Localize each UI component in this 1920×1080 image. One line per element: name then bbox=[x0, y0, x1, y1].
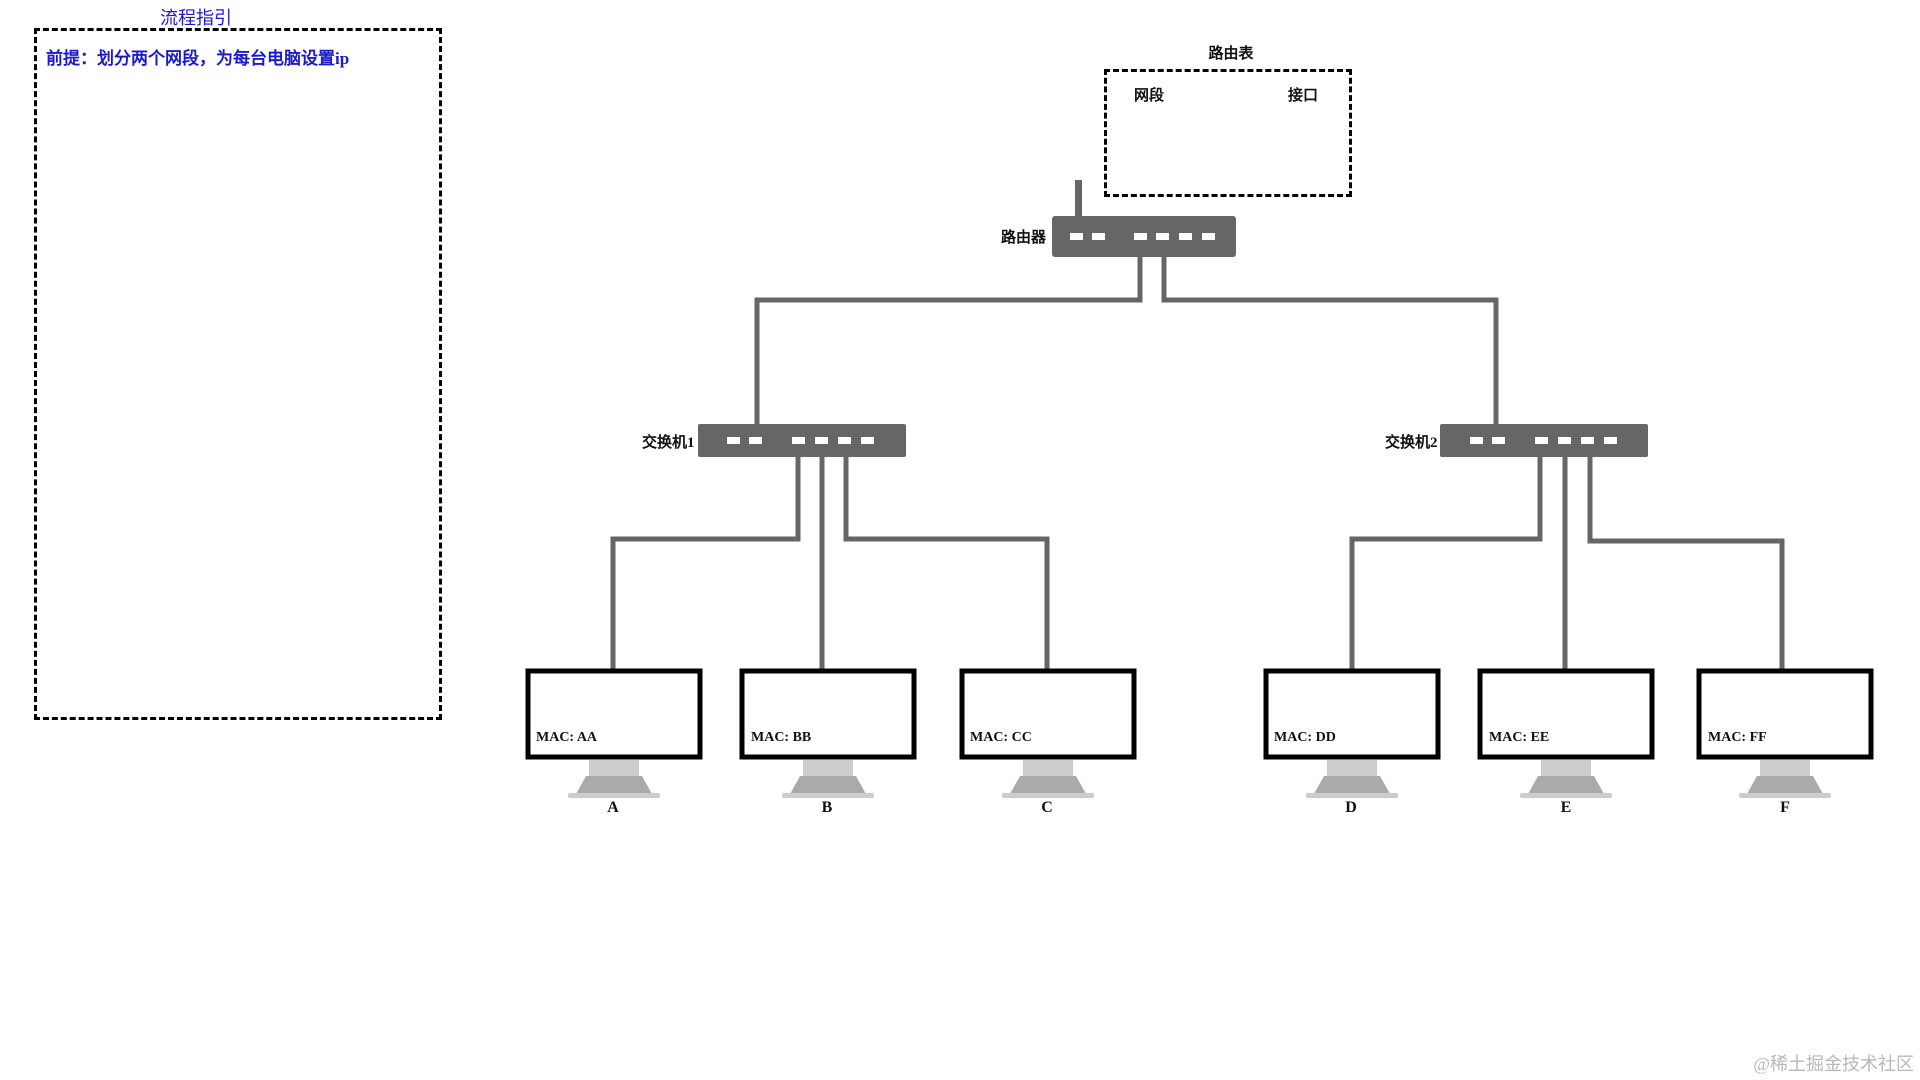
pc-f-mac: MAC: FF bbox=[1708, 730, 1767, 745]
cable-switch1-pc-a bbox=[610, 456, 801, 670]
switch-1-icon bbox=[698, 424, 906, 457]
monitor-icon bbox=[739, 668, 917, 798]
monitor-icon bbox=[959, 668, 1137, 798]
cable-router-switch1 bbox=[754, 257, 1143, 428]
cable-switch2-pc-d bbox=[1349, 456, 1543, 670]
pc-f-name: F bbox=[1780, 799, 1790, 816]
pc-b-name: B bbox=[821, 799, 833, 816]
pc-c-mac: MAC: CC bbox=[970, 730, 1032, 745]
guide-title: 流程指引 bbox=[160, 8, 232, 28]
watermark: @稀土掘金技术社区 bbox=[1753, 1054, 1914, 1074]
cable-switch1-pc-c bbox=[843, 456, 1050, 670]
routing-table-col-segment: 网段 bbox=[1134, 88, 1165, 104]
guide-panel bbox=[34, 28, 442, 720]
cables bbox=[610, 257, 1785, 670]
monitor-icon bbox=[1263, 668, 1441, 798]
routing-table-box bbox=[1104, 69, 1352, 197]
pc-d-mac: MAC: DD bbox=[1274, 730, 1336, 745]
pc-e-mac: MAC: EE bbox=[1489, 730, 1550, 745]
pc-e-name: E bbox=[1560, 799, 1572, 816]
switch-2-icon bbox=[1440, 424, 1648, 457]
router-icon bbox=[1052, 180, 1236, 257]
routing-table-title: 路由表 bbox=[1208, 46, 1254, 62]
monitor-icon bbox=[1477, 668, 1655, 798]
pc-a-mac: MAC: AA bbox=[536, 730, 598, 745]
pc-a-name: A bbox=[607, 799, 619, 816]
router-label: 路由器 bbox=[1001, 230, 1047, 246]
switch-2-label: 交换机2 bbox=[1385, 435, 1438, 451]
pc-c-name: C bbox=[1041, 799, 1053, 816]
monitor-icon bbox=[525, 668, 703, 798]
computers bbox=[525, 668, 1874, 798]
switch-1-label: 交换机1 bbox=[642, 435, 695, 451]
cable-router-switch2 bbox=[1161, 257, 1499, 428]
routing-table-col-interface: 接口 bbox=[1288, 88, 1319, 104]
pc-d-name: D bbox=[1345, 799, 1357, 816]
cable-switch2-pc-f bbox=[1587, 456, 1785, 670]
pc-b-mac: MAC: BB bbox=[751, 730, 812, 745]
monitor-icon bbox=[1696, 668, 1874, 798]
guide-premise: 前提：划分两个网段，为每台电脑设置ip bbox=[46, 49, 350, 68]
